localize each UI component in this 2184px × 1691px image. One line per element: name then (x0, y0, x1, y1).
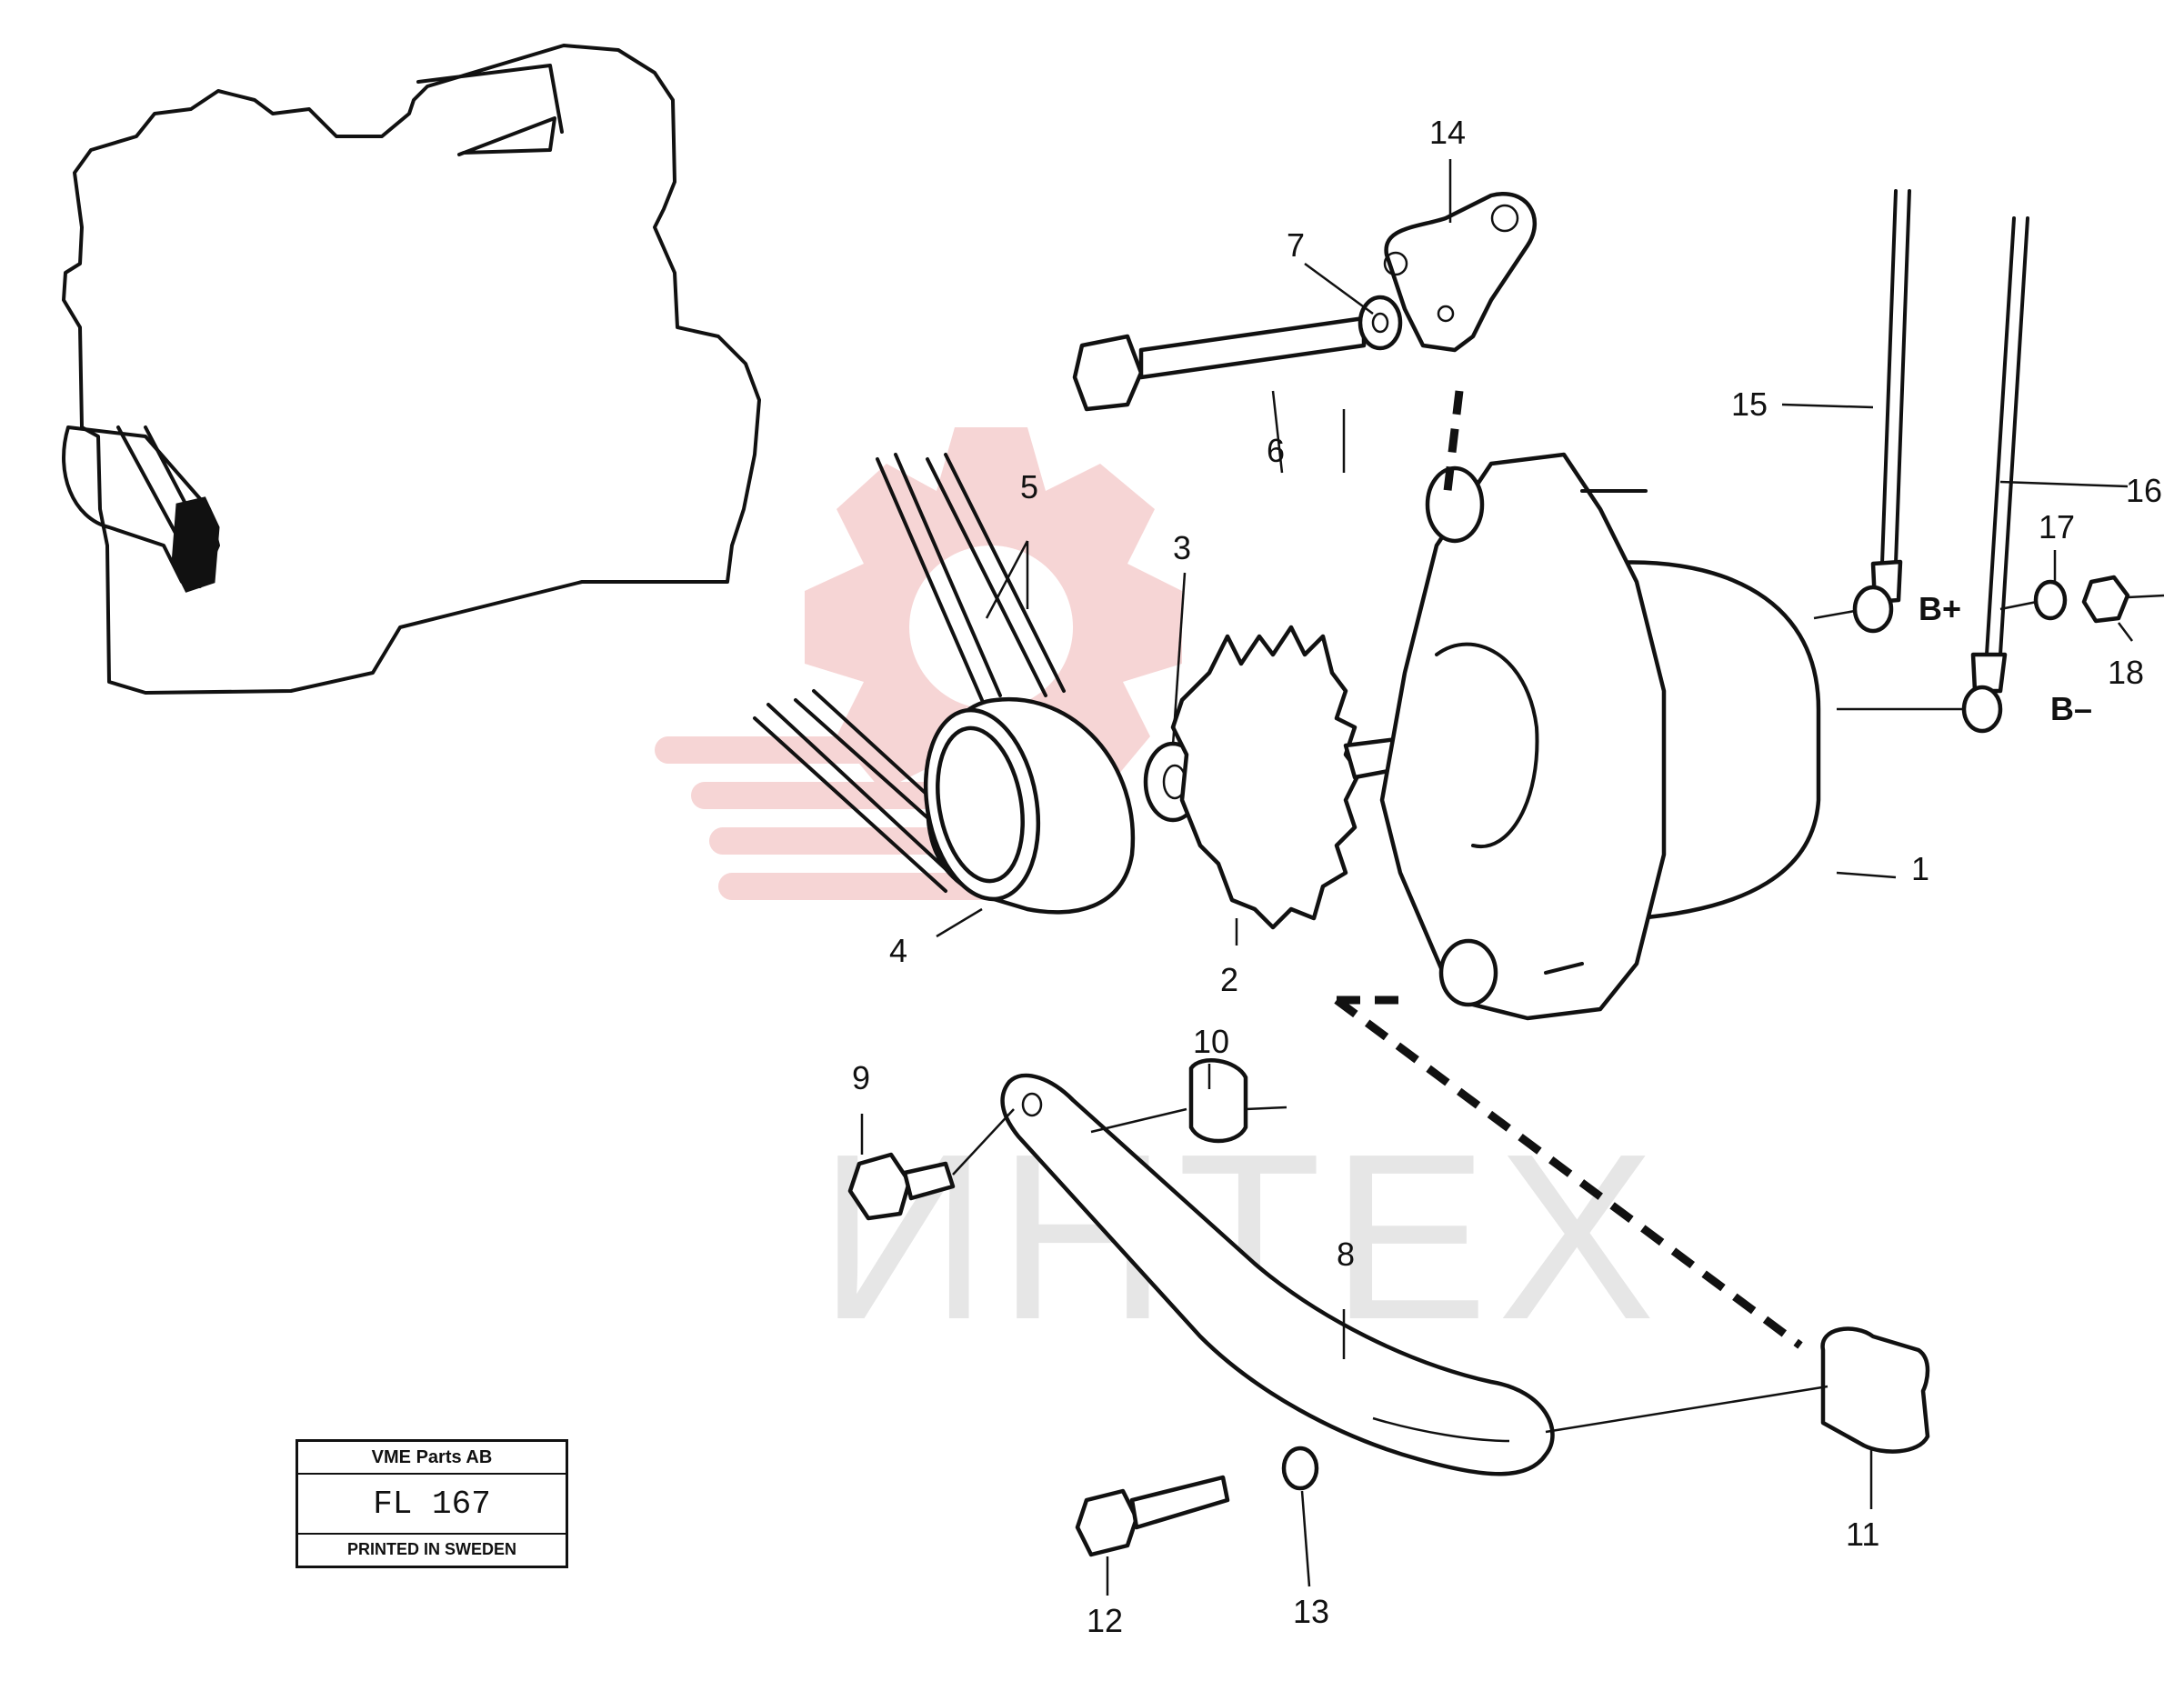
label-11: 11 (1846, 1516, 1879, 1553)
upper-mount (1072, 192, 1538, 492)
label-2: 2 (1220, 961, 1238, 998)
diagram-code: FL 167 (298, 1475, 566, 1535)
terminal-b-minus: B– (2050, 690, 2092, 727)
label-8: 8 (1337, 1236, 1355, 1273)
label-10: 10 (1193, 1023, 1229, 1060)
label-7: 7 (1287, 226, 1305, 264)
washer-17 (2033, 579, 2068, 621)
label-18: 18 (2108, 654, 2144, 691)
label-6: 6 (1267, 432, 1285, 469)
alternator (1379, 452, 1821, 1021)
company-name: VME Parts AB (298, 1442, 566, 1475)
label-12: 12 (1087, 1602, 1123, 1639)
label-9: 9 (852, 1059, 870, 1096)
v-belts (753, 453, 1066, 893)
pulley (923, 696, 1136, 915)
nut-18 (2081, 575, 2130, 624)
leader-lines (860, 159, 2133, 1596)
label-17: 17 (2039, 508, 2075, 545)
label-5: 5 (1020, 468, 1038, 505)
fan (1170, 625, 1362, 930)
cables (1813, 189, 2165, 734)
title-block: VME Parts AB FL 167 PRINTED IN SWEDEN (296, 1439, 568, 1568)
label-1: 1 (1911, 850, 1929, 887)
engine-outline (62, 44, 761, 695)
terminal-b-plus: B+ (1919, 590, 1961, 627)
label-16: 16 (2126, 472, 2162, 509)
label-4: 4 (889, 932, 907, 969)
label-14: 14 (1429, 114, 1466, 151)
label-3: 3 (1173, 529, 1191, 566)
lower-mount (847, 996, 1930, 1557)
label-15: 15 (1731, 385, 1768, 423)
callout-labels: 1 2 3 4 5 6 7 8 9 10 11 12 13 14 15 16 1… (852, 114, 2162, 1639)
printed-note: PRINTED IN SWEDEN (346, 1540, 516, 1558)
label-13: 13 (1293, 1593, 1329, 1630)
